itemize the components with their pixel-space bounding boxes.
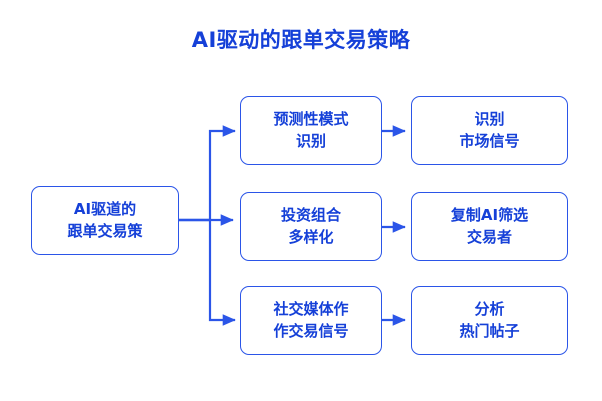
node-social-media-signals[interactable]: 社交媒体作 作交易信号 — [240, 286, 382, 355]
node-root[interactable]: AI驱道的 跟单交易策 — [31, 186, 179, 255]
node-analyze-trending-posts[interactable]: 分析 热门帖子 — [411, 286, 568, 355]
connector-root-to-mid3 — [179, 218, 236, 326]
connector-root-to-mid1 — [179, 125, 236, 222]
node-identify-market-signals[interactable]: 识别 市场信号 — [411, 96, 568, 165]
node-copy-ai-selected-traders[interactable]: 复制AI筛选 交易者 — [411, 192, 568, 261]
node-predictive-pattern-recognition[interactable]: 预测性模式 识别 — [240, 96, 382, 165]
page-title: AI驱动的跟单交易策略 — [191, 28, 411, 52]
node-portfolio-diversification[interactable]: 投资组合 多样化 — [240, 192, 382, 261]
